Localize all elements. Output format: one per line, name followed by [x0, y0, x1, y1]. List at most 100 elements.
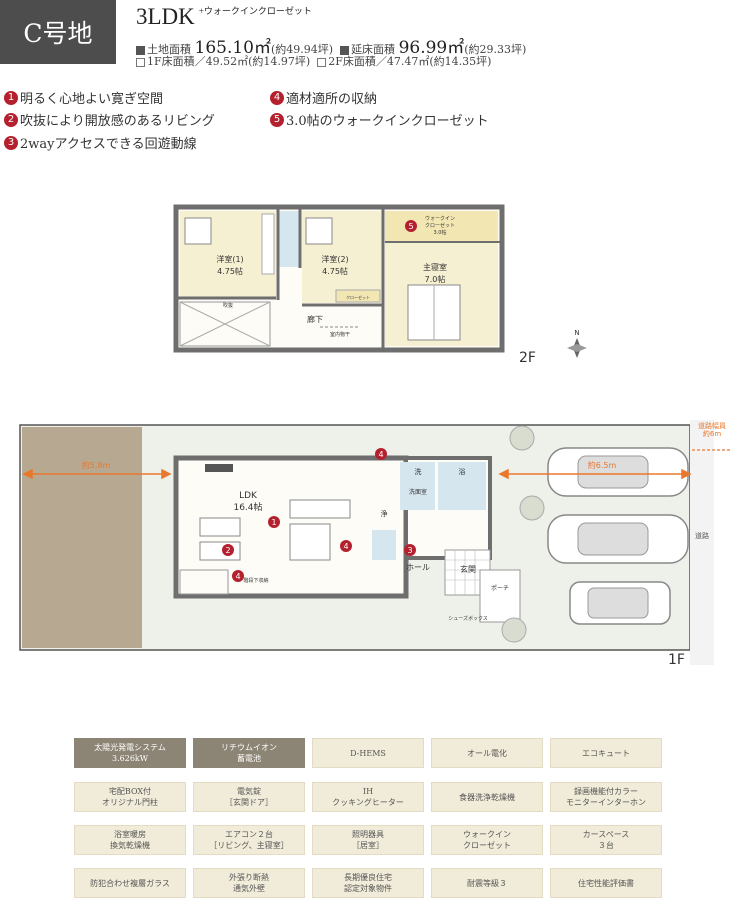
marker-badge: 1	[4, 90, 18, 105]
square-outline-icon	[136, 57, 145, 67]
marker-2-label: 2	[225, 546, 230, 555]
marker-5	[405, 220, 417, 232]
floor1-area: 1F床面積／49.52㎡(約14.97坪)	[147, 55, 311, 68]
marker-5-label: 5	[408, 222, 413, 231]
master-size: 7.0帖	[425, 274, 446, 284]
compass-icon: N	[567, 329, 587, 358]
sofa	[199, 517, 241, 537]
tag-battery: リチウムイオン 蓄電池	[193, 738, 305, 768]
room1-name: 洋室(1)	[216, 254, 243, 264]
marker-2	[222, 544, 234, 556]
feature-text: 吹抜により開放感のあるリビング	[20, 114, 215, 129]
lot-label: C号地	[23, 19, 93, 48]
marker-3-label: 3	[407, 546, 412, 555]
corridor-label: 廊下	[307, 314, 323, 324]
stairs-1f	[179, 569, 229, 595]
road-strip	[690, 420, 714, 665]
marker-1	[268, 516, 280, 528]
tag-lighting: 照明器具 ［居室］	[312, 825, 424, 855]
road-width-2: 約6m	[703, 429, 721, 438]
marker-1-label: 1	[271, 518, 276, 527]
tag-dishwasher: 食器洗浄乾燥機	[431, 782, 543, 812]
tag-performance: 住宅性能評価書	[550, 868, 662, 898]
wic-name: ウォークイン	[425, 215, 455, 222]
tag-electric-lock: 電気錠 ［玄関ドア］	[193, 782, 305, 812]
dim-left	[22, 468, 172, 480]
room1-size: 4.75帖	[217, 266, 243, 276]
tag-delivery-box: 宅配BOX付 オリジナル門柱	[74, 782, 186, 812]
square-marker-icon	[340, 45, 350, 55]
tag-solar: 太陽光発電システム 3.626kW	[74, 738, 186, 768]
tree-icon	[509, 425, 535, 451]
room2-name: 洋室(2)	[321, 254, 348, 264]
dist-right: 約6.5m	[588, 460, 617, 470]
floor2-area: 2F床面積／47.47㎡(約14.35坪)	[328, 55, 492, 68]
floor-area-value: 96.99㎡	[398, 38, 465, 58]
indoor-dry-label: 室内物干	[330, 331, 350, 338]
marker-4c	[232, 570, 244, 582]
floor-label-1f: 1F	[668, 652, 685, 668]
hall-label: ホール	[406, 563, 430, 572]
floor-plan-1f: 約5.8m 約6.5m 道路幅員 約6m 道路 LDK 16.4帖 ホール 玄関…	[19, 420, 732, 668]
tag-intercom: 録画機能付カラー モニターインターホン	[550, 782, 662, 812]
void-label: 吹抜	[223, 302, 233, 309]
sofa-2	[199, 541, 241, 561]
marker-4b	[340, 540, 352, 552]
tag-security-glass: 防犯合わせ複層ガラス	[74, 868, 186, 898]
tag-car-space: カースペース ３台	[550, 825, 662, 855]
wic-floor	[385, 211, 498, 241]
washroom-floor	[400, 462, 435, 510]
tree-icon	[519, 495, 545, 521]
wc-label: 浄	[381, 509, 388, 518]
shoe-storage-label: シューズボックス	[448, 615, 488, 622]
tag-all-electric: オール電化	[431, 738, 543, 768]
garden-area	[22, 427, 142, 648]
road-label: 道路	[695, 531, 709, 540]
tag-seismic: 耐震等級３	[431, 868, 543, 898]
marker-3	[404, 544, 416, 556]
floor-plan-2f: 洋室(1) 4.75帖 洋室(2) 4.75帖 主寝室 7.0帖 ウォークイン …	[173, 204, 587, 366]
room2-size: 4.75帖	[322, 266, 348, 276]
dist-left: 約5.8m	[82, 460, 111, 470]
marker-4c-label: 4	[235, 572, 240, 581]
wic-name2: クローゼット	[425, 222, 455, 229]
tag-insulation: 外張り断熱 通気外壁	[193, 868, 305, 898]
bath-floor	[438, 462, 486, 510]
tag-aircon: エアコン２台 ［リビング、主寝室］	[193, 825, 305, 855]
car-1	[547, 447, 689, 497]
area-row-sub: 1F床面積／49.52㎡(約14.97坪) 2F床面積／47.47㎡(約14.3…	[136, 53, 491, 69]
lot-badge: C号地	[0, 0, 116, 64]
dim-right	[498, 468, 692, 480]
compass-label: N	[574, 329, 579, 337]
plan-type: 3LDK	[136, 4, 195, 29]
marker-4a	[375, 448, 387, 460]
square-marker-icon	[136, 45, 145, 55]
feature-text: 明るく心地よい寛ぎ空間	[20, 92, 164, 107]
wash-label: 洗	[415, 467, 422, 476]
floor-area-label: 延床面積	[351, 43, 396, 56]
land-area-value: 165.10㎡	[194, 38, 271, 58]
entrance-label: 玄関	[460, 564, 476, 574]
square-outline-icon	[317, 57, 327, 67]
closet-label: クローゼット	[346, 294, 370, 300]
bath-label: 浴	[459, 467, 466, 476]
tree-icon	[501, 617, 527, 643]
road-width-1: 道路幅員	[698, 421, 726, 430]
washroom-label: 洗面室	[409, 488, 427, 496]
tag-wic: ウォークイン クローゼット	[431, 825, 543, 855]
wic-size: 3.0帖	[434, 229, 447, 236]
feature-text: 3.0帖のウォークインクローゼット	[286, 114, 489, 129]
area-row-main: 土地面積 165.10㎡(約49.94坪) 延床面積 96.99㎡(約29.33…	[136, 33, 526, 58]
porch-label: ポーチ	[491, 584, 509, 592]
car-2	[547, 514, 689, 564]
marker-badge: 2	[4, 112, 18, 127]
car-3	[569, 581, 671, 625]
land-area-tsubo: (約49.94坪)	[270, 43, 334, 56]
land-area-label: 土地面積	[147, 43, 191, 56]
tag-ecocute: エコキュート	[550, 738, 662, 768]
